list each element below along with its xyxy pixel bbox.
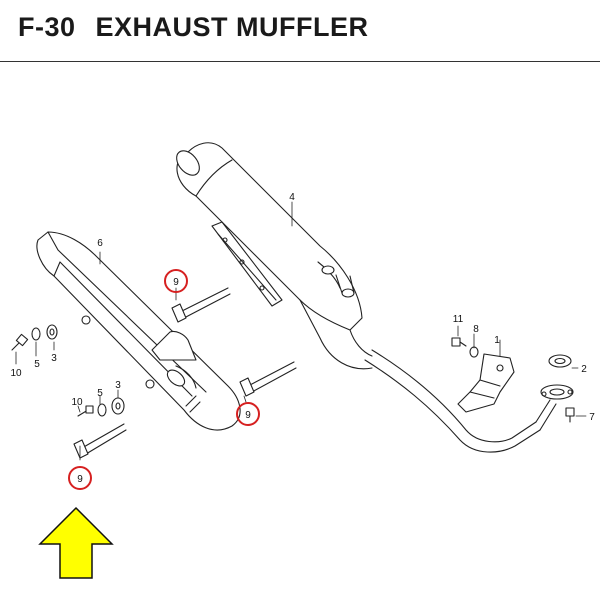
leader-lines [15, 201, 587, 461]
fastener-set-right [451, 337, 575, 423]
muffler-protector [36, 231, 241, 431]
muffler-body [176, 142, 373, 370]
highlight-circle-9-lower [68, 466, 92, 490]
fastener-set-left [11, 324, 58, 351]
callout-1: 1 [494, 335, 500, 346]
exhaust-pipe [364, 349, 574, 453]
heat-guard [457, 353, 515, 413]
callout-6: 6 [97, 238, 103, 249]
callout-9-lower: 9 [77, 474, 83, 485]
callout-2: 2 [581, 364, 587, 375]
fastener-set-middle [77, 397, 125, 417]
callout-9-upper: 9 [173, 277, 179, 288]
section-title: EXHAUST MUFFLER [95, 12, 369, 42]
callout-3-upper: 3 [51, 353, 57, 364]
callout-10-upper: 10 [10, 368, 22, 379]
section-code: F-30 [18, 12, 76, 42]
up-arrow-icon [38, 506, 114, 579]
page-header: F-30 EXHAUST MUFFLER [0, 0, 600, 62]
highlighted-callouts: 9 9 9 [68, 269, 260, 490]
header-divider [0, 61, 600, 62]
callout-5-lower: 5 [97, 388, 103, 399]
callout-10-lower: 10 [71, 397, 83, 408]
callout-5-upper: 5 [34, 359, 40, 370]
callout-8: 8 [473, 324, 479, 335]
bolt-upper [171, 287, 231, 323]
bolt-middle [239, 361, 297, 397]
callout-labels: 1 2 3 3 4 5 5 6 7 8 10 10 11 [10, 192, 595, 423]
callout-3-lower: 3 [115, 380, 121, 391]
bolt-lower [73, 423, 127, 459]
callout-4: 4 [289, 192, 295, 203]
highlight-circle-9-middle [236, 402, 260, 426]
callout-7: 7 [589, 412, 595, 423]
highlight-circle-9-upper [164, 269, 188, 293]
callout-9-middle: 9 [245, 410, 251, 421]
callout-11: 11 [453, 314, 464, 325]
page-title: F-30 EXHAUST MUFFLER [18, 12, 369, 43]
